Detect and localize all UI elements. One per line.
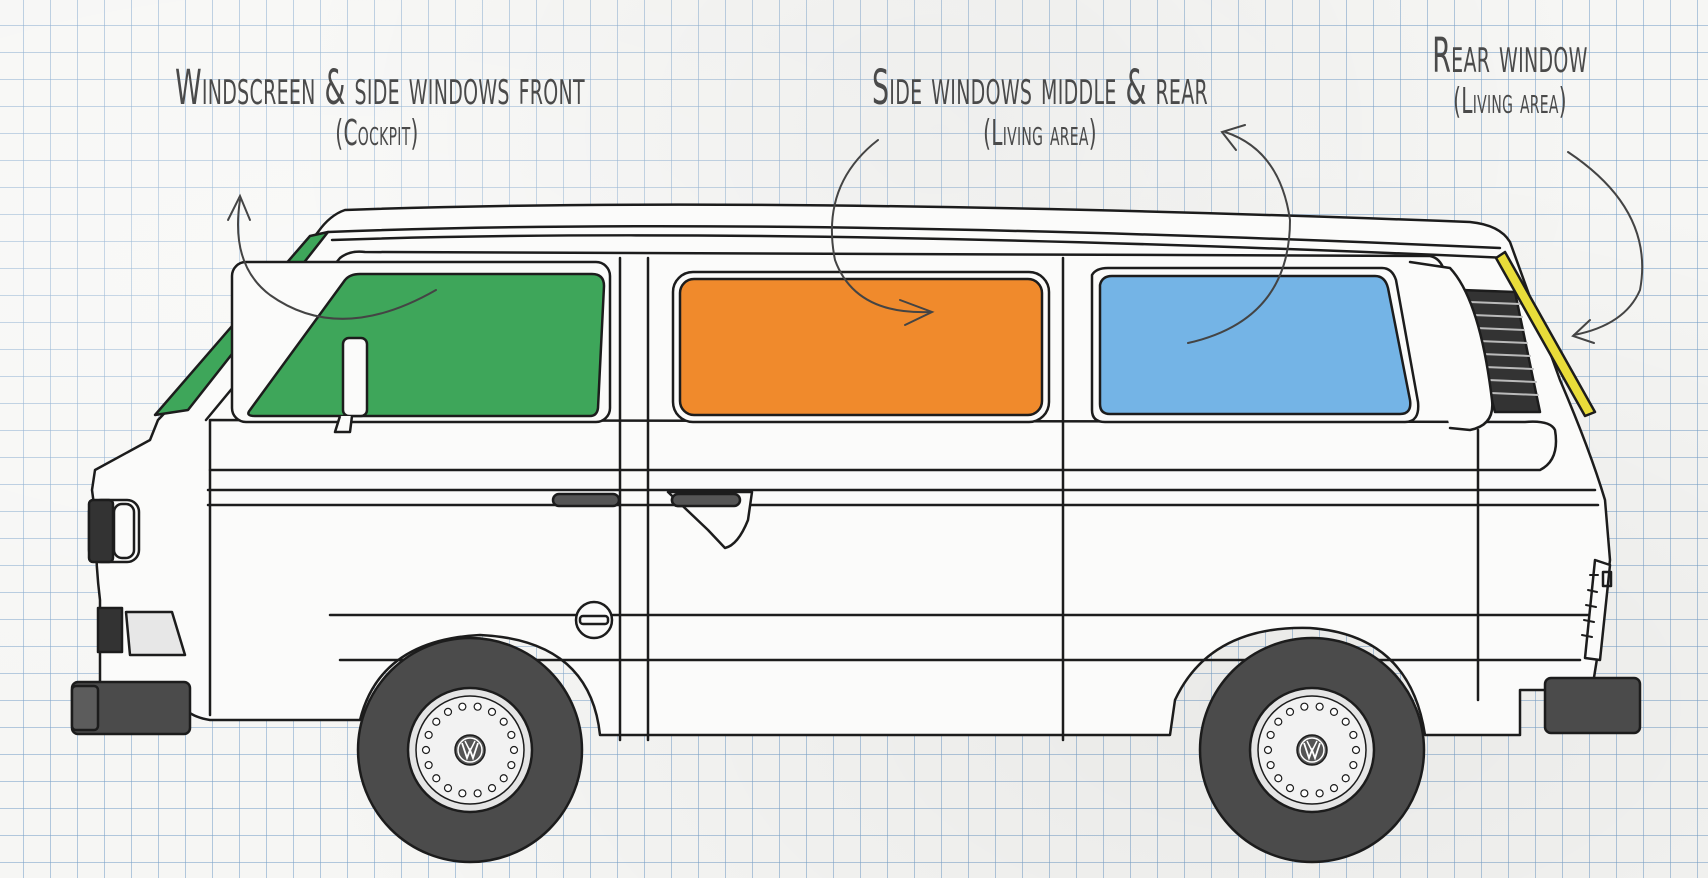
vw-logo-icon (454, 734, 486, 766)
label-front-title: Windscreen & side windows front (175, 60, 585, 116)
rear-bumper (1543, 676, 1642, 735)
front-wheel (356, 636, 584, 864)
front-side-window (247, 272, 606, 418)
fuel-cap (574, 600, 614, 640)
label-front: Windscreen & side windows front (Cockpit… (40, 62, 720, 154)
label-rear: Rear window (Living area) (1330, 30, 1690, 122)
rear-wheel (1198, 636, 1426, 864)
vw-logo-icon (1296, 734, 1328, 766)
side-mirror (341, 336, 369, 418)
rear-side-window (1098, 274, 1412, 416)
curved-arrow-icon (1187, 131, 1292, 344)
curved-arrow-icon (237, 199, 437, 320)
front-door-handle (551, 492, 621, 508)
rear-window (1494, 250, 1597, 418)
label-middle: Side windows middle & rear (Living area) (700, 62, 1380, 154)
label-middle-subtitle: (Living area) (983, 113, 1097, 154)
label-rear-title: Rear window (1432, 28, 1588, 84)
middle-side-window (678, 277, 1044, 417)
curved-arrow-icon (1567, 151, 1644, 336)
label-middle-title: Side windows middle & rear (871, 60, 1208, 116)
label-rear-subtitle: (Living area) (1453, 81, 1567, 122)
curved-arrow-icon (831, 139, 931, 314)
label-front-subtitle: (Cockpit) (335, 113, 419, 154)
